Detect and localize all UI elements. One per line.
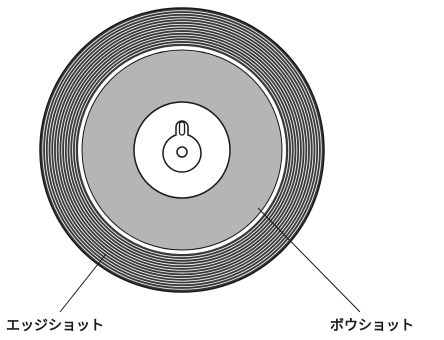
edge-shot-leader-line [59,253,107,313]
keyhole-slot [178,121,186,136]
rim-ridge-line [69,37,295,263]
edge-shot-label: エッジショット [6,318,104,334]
rim-ridge-line [72,40,292,260]
rim-ridge-line [53,21,311,279]
rim-ridge-line [47,15,317,285]
bow-shot-label: ボウショット [330,318,414,334]
rim-ridge-line [66,34,298,266]
keyhole-center-hole [176,146,188,158]
rim-ridge-line [55,23,309,277]
rim-ridge-line [63,31,301,269]
rim-ridge-line [74,42,290,258]
rim-ridge-line [61,29,303,271]
bow-shot-leader-line [257,207,361,313]
rim-ridge-line [58,26,306,274]
keyhole-icon [162,120,202,173]
rim-ridge-line [50,18,314,282]
rim-ridge-line [44,12,320,288]
rim-ridge-line [42,10,322,290]
